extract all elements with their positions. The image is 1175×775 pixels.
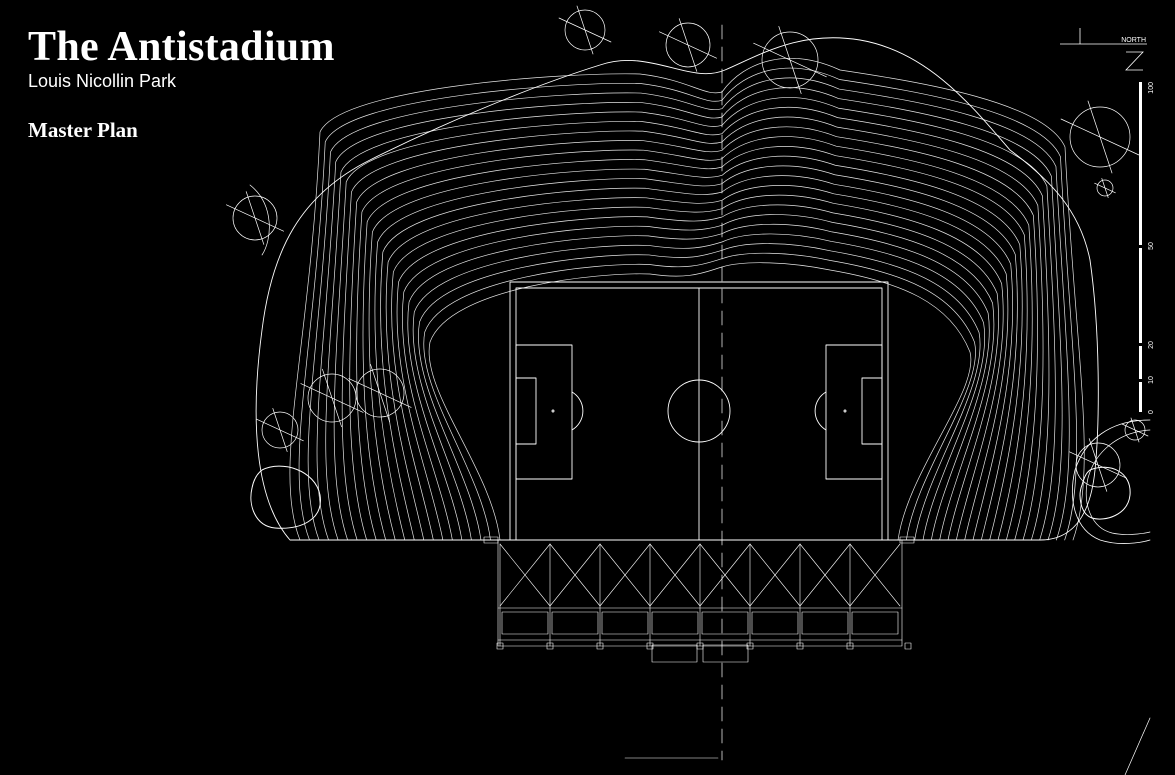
tree-icon xyxy=(1087,100,1113,174)
tree-icon xyxy=(1075,442,1121,488)
contour-line xyxy=(380,175,1013,541)
contour-line xyxy=(402,214,995,541)
scale-tick-10: 10 xyxy=(1148,376,1155,384)
scale-tick-0: 0 xyxy=(1148,410,1155,414)
stand-end xyxy=(899,536,915,544)
pond-west xyxy=(250,465,321,529)
bay-brace xyxy=(699,543,751,607)
bay-seating xyxy=(651,611,699,635)
tree-icon xyxy=(678,18,698,72)
contour-line xyxy=(368,155,1023,541)
tree-icon xyxy=(370,363,390,423)
bay-seating xyxy=(501,611,549,635)
pier xyxy=(904,642,912,650)
tree-icon xyxy=(272,408,288,452)
contour-line xyxy=(396,204,999,541)
bay-seating xyxy=(751,611,799,635)
pier xyxy=(546,642,554,650)
tree-icon xyxy=(1130,417,1140,443)
bay-brace xyxy=(599,543,651,607)
pier xyxy=(496,642,504,650)
contour-line xyxy=(307,77,1070,541)
tree-icon xyxy=(761,31,819,89)
east-lobe xyxy=(1072,419,1151,544)
page-title: The Antistadium xyxy=(28,24,335,70)
bay-brace xyxy=(549,543,601,607)
contour-line xyxy=(356,136,1033,541)
tree-icon xyxy=(245,191,265,245)
scale-tick-20: 20 xyxy=(1148,341,1155,349)
site-edge-line xyxy=(1124,717,1151,775)
tree-icon xyxy=(665,22,711,68)
contour-line xyxy=(407,223,990,541)
tree-icon xyxy=(1101,178,1109,198)
football-pitch xyxy=(509,281,889,541)
scale-tick-50: 50 xyxy=(1148,242,1155,250)
scale-bar xyxy=(1139,82,1142,412)
bay-brace xyxy=(499,543,551,607)
contour-line xyxy=(412,233,986,541)
bay-seating xyxy=(701,611,749,635)
pier xyxy=(646,642,654,650)
site-boundary xyxy=(255,37,1099,541)
page-subtitle: Louis Nicollin Park xyxy=(28,71,177,91)
grandstand xyxy=(483,536,915,759)
bay-seating xyxy=(851,611,899,635)
pier xyxy=(846,642,854,650)
east-lobe-2 xyxy=(1085,429,1151,535)
pier xyxy=(596,642,604,650)
trees xyxy=(226,5,1149,492)
tree-icon xyxy=(307,373,357,423)
contour-line xyxy=(423,252,976,541)
contour-line xyxy=(349,126,1038,541)
entrance-block xyxy=(702,644,749,663)
section-heading: Master Plan xyxy=(28,118,138,142)
tree-icon xyxy=(261,411,299,449)
contour-line xyxy=(385,185,1009,541)
tree-icon xyxy=(576,5,594,55)
site-edge-arc xyxy=(249,184,270,256)
contour-line xyxy=(391,194,1004,541)
north-label: NORTH xyxy=(1121,37,1146,44)
tree-icon xyxy=(564,9,606,51)
bay-brace xyxy=(799,543,851,607)
contour-line xyxy=(333,107,1050,541)
title-block: The Antistadium Louis Nicollin Park Mast… xyxy=(28,24,335,143)
tree-icon xyxy=(322,368,342,428)
tree-icon xyxy=(778,26,802,94)
entrance-block xyxy=(651,644,698,663)
terrain-contours xyxy=(289,58,1085,541)
tree-icon xyxy=(1096,179,1114,197)
contour-line xyxy=(341,116,1044,541)
bay-seating xyxy=(801,611,849,635)
contour-line xyxy=(374,165,1018,541)
bay-brace xyxy=(649,543,701,607)
tree-icon xyxy=(1124,419,1146,441)
contour-line xyxy=(316,87,1063,541)
bay-brace xyxy=(749,543,801,607)
scale-tick-100: 100 xyxy=(1148,82,1155,94)
pier xyxy=(746,642,754,650)
bay-brace xyxy=(849,543,901,607)
bay-seating xyxy=(601,611,649,635)
tree-icon xyxy=(1088,438,1108,492)
stand-end xyxy=(483,536,499,544)
bay-seating xyxy=(551,611,599,635)
pond-east xyxy=(1079,466,1131,520)
contour-line xyxy=(289,58,1085,541)
tree-icon xyxy=(232,195,278,241)
tree-icon xyxy=(1069,106,1131,168)
contour-line xyxy=(325,97,1056,541)
pier xyxy=(796,642,804,650)
north-arrow xyxy=(1060,28,1147,71)
tree-icon xyxy=(355,368,405,418)
